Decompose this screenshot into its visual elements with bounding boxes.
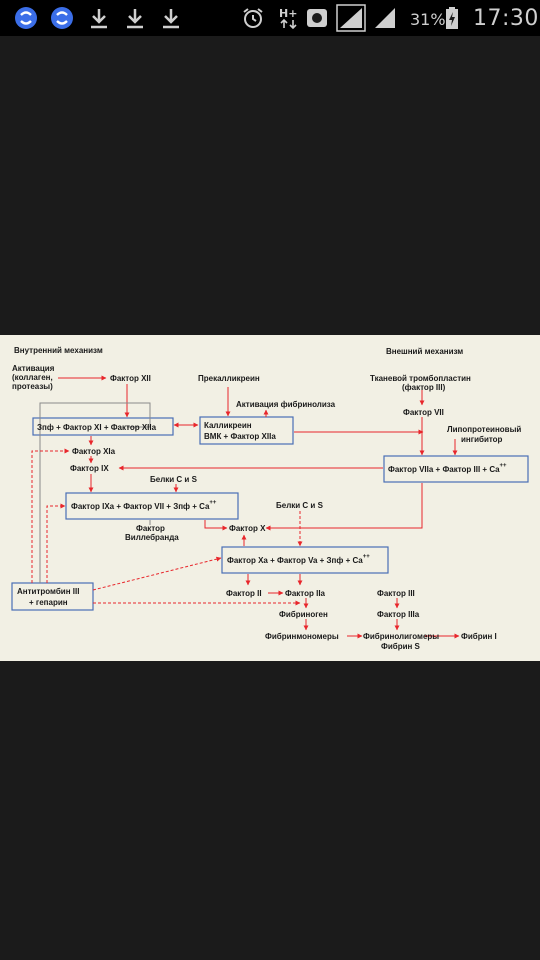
fibrin-s: Фибрин S	[381, 642, 421, 651]
box-ixa-label: Фактор IXa + Фактор VII + Зпф + Ca++	[71, 500, 217, 511]
factor-ii: Фактор II	[226, 589, 262, 598]
fibrinmonomers: Фибринмономеры	[265, 632, 339, 641]
fibrinolysis: Активация фибринолиза	[236, 400, 336, 409]
activation-label: Активация	[12, 364, 55, 373]
box-kallikrein-label: ВМК + Фактор XIIa	[204, 432, 276, 441]
download-icon	[127, 9, 143, 29]
activation-label: (коллаген,	[12, 373, 53, 382]
factor-iii: Фактор III	[377, 589, 415, 598]
signal-icon	[336, 4, 366, 32]
proteins-c-s: Белки С и S	[276, 501, 324, 510]
coagulation-diagram: Внутренний механизм Внешний механизм Акт…	[0, 335, 540, 661]
box-xa	[221, 546, 389, 574]
box-viia	[383, 455, 529, 483]
box-xa-label: Фактор Xa + Фактор Va + Зпф + Ca++	[227, 554, 370, 565]
sync-icon	[15, 7, 37, 29]
box-antithrombin	[11, 582, 94, 611]
activation-label: протеазы)	[12, 382, 53, 391]
box-antithrombin-label: + гепарин	[29, 598, 68, 607]
battery-percentage: 31%	[410, 10, 446, 29]
factor-iia: Фактор IIa	[285, 589, 326, 598]
signal-icon	[375, 8, 395, 28]
data-sync-icon	[307, 9, 327, 27]
factor-x: Фактор X	[229, 524, 266, 533]
factor-iiia: Фактор IIIa	[377, 610, 420, 619]
lipoprotein-inhibitor: ингибитор	[461, 435, 503, 444]
heading-extrinsic: Внешний механизм	[386, 347, 463, 356]
fibrinogen: Фибриноген	[279, 610, 328, 619]
proteins-c-s: Белки С и S	[150, 475, 198, 484]
box-antithrombin-label: Антитромбин III	[17, 587, 79, 596]
factor-ix: Фактор IX	[70, 464, 109, 473]
factor-vii: Фактор VII	[403, 408, 444, 417]
box-kallikrein-label: Калликреин	[204, 421, 252, 430]
fibrin-i: Фибрин I	[461, 632, 497, 641]
factor-xii: Фактор XII	[110, 374, 151, 383]
clock: 17:30	[473, 6, 539, 31]
battery-charging-icon	[446, 7, 458, 29]
box-viia-label: Фактор VIIa + Фактор III + Ca++	[388, 463, 507, 474]
lipoprotein-inhibitor: Липопротеиновый	[447, 425, 521, 434]
prekallikrein: Прекалликреин	[198, 374, 260, 383]
status-bar: H+ 31% 17:30	[0, 0, 540, 36]
hplus-network-icon: H+	[279, 7, 297, 30]
svg-text:H+: H+	[279, 7, 297, 20]
box-kallikrein	[199, 416, 294, 445]
heading-intrinsic: Внутренний механизм	[14, 346, 103, 355]
tissue-thromboplastin: Тканевой тромбопластин	[370, 374, 471, 383]
diagram-svg: Внутренний механизм Внешний механизм Акт…	[11, 346, 529, 651]
download-icon	[163, 9, 179, 29]
tissue-thromboplastin: (фактор III)	[402, 383, 446, 392]
download-icon	[91, 9, 107, 29]
box-xi	[32, 417, 174, 436]
box-xi-label: Зпф + Фактор XI + Фактор XIIa	[37, 423, 157, 432]
willebrand-factor: Фактор	[136, 524, 165, 533]
factor-xia: Фактор XIa	[72, 447, 116, 456]
fibrinoligomers: Фибринолигомеры	[363, 632, 439, 641]
willebrand-factor: Виллебранда	[125, 533, 179, 542]
box-ixa	[65, 492, 239, 520]
alarm-icon	[243, 8, 263, 28]
sync-icon	[51, 7, 73, 29]
